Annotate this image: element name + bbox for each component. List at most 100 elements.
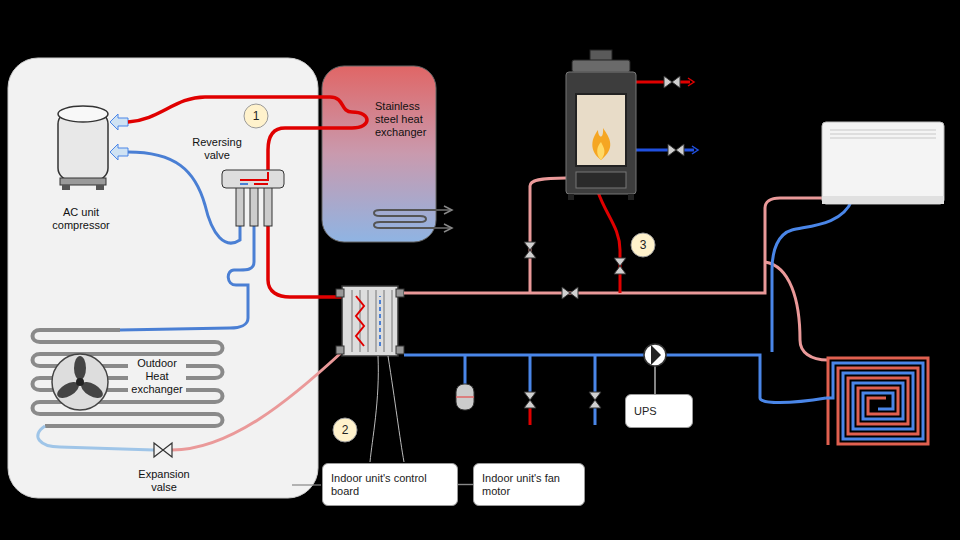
valve-symbols	[562, 287, 578, 299]
part-label: AC unit compressor	[46, 206, 116, 232]
fan-coil-unit-illustration	[822, 122, 944, 204]
wood-stove-illustration	[628, 194, 634, 200]
expansion-vessel	[456, 384, 474, 410]
valve-symbols	[668, 144, 684, 156]
refrigerant-pipes	[38, 426, 154, 450]
control-board-box: Indoor unit's control board	[322, 463, 458, 506]
water-pipes	[765, 262, 828, 360]
outdoor-heat-exchanger-illustration	[33, 330, 223, 426]
refrigerant-pipes	[128, 152, 240, 243]
plate-heat-exchanger-illustration	[356, 296, 364, 346]
water-pipes	[530, 178, 566, 293]
reversing-valve-illustration	[240, 172, 268, 184]
refrigerant-pipes	[128, 97, 367, 170]
circulation-pump	[644, 344, 666, 366]
reversing-valve-illustration	[236, 186, 244, 226]
control-wires	[388, 356, 404, 462]
plate-heat-exchanger-illustration	[336, 286, 404, 356]
callout-circle	[333, 418, 357, 442]
plate-heat-exchanger-illustration	[379, 296, 381, 346]
refrigerant-pipes	[268, 226, 342, 297]
reversing-valve-illustration	[240, 183, 248, 185]
valve-symbols	[664, 76, 680, 88]
valve-symbols	[524, 76, 684, 408]
expansion-vessel	[456, 396, 474, 398]
part-label: Stainless steel heat exchanger	[375, 100, 433, 139]
compressor-illustration	[110, 144, 128, 160]
water-pipes	[598, 192, 620, 293]
wood-stove-illustration	[576, 172, 626, 188]
valve-symbols	[614, 258, 626, 274]
reversing-valve-illustration	[264, 186, 272, 226]
water-pipes	[464, 355, 467, 384]
water-pipes	[692, 146, 698, 154]
callout-number: 2	[332, 417, 358, 443]
valve-symbols	[589, 392, 601, 408]
ups-box: UPS	[625, 394, 693, 428]
callout-number: 3	[630, 232, 656, 258]
plate-heat-exchanger-illustration	[396, 289, 404, 297]
water-pipes	[688, 78, 694, 86]
compressor-illustration	[96, 185, 104, 190]
wood-stove-illustration	[568, 194, 574, 200]
wood-stove-illustration	[566, 72, 636, 194]
control-wires	[370, 356, 378, 462]
circulation-pump	[651, 345, 661, 365]
plate-heat-exchanger-illustration	[396, 346, 404, 354]
refrigerant-pipes	[172, 352, 342, 450]
refrigerant-pipes	[120, 226, 254, 330]
water-pipes	[529, 407, 532, 425]
wood-stove-illustration	[572, 60, 630, 72]
part-label: Outdoor Heat exchanger	[128, 357, 186, 396]
expansion-vessel	[456, 384, 474, 410]
outdoor-heat-exchanger-illustration	[33, 330, 223, 426]
fan-coil-unit-illustration	[830, 130, 936, 138]
outdoor-heat-exchanger-illustration	[74, 356, 86, 380]
outdoor-unit-panel	[8, 58, 318, 498]
floor-heating-spiral	[826, 358, 928, 445]
tank-illustration	[444, 206, 452, 232]
expansion-valve-symbol	[154, 443, 172, 457]
refrigerant-pipes	[38, 97, 367, 450]
node-text: 3	[640, 239, 647, 252]
node-text: UPS	[634, 405, 657, 418]
reversing-valve-illustration	[222, 170, 284, 226]
node-text: 1	[253, 110, 260, 123]
circulation-pump	[654, 366, 655, 394]
valve-symbols	[524, 392, 536, 408]
tank-illustration	[322, 66, 452, 242]
plate-heat-exchanger-illustration	[336, 289, 344, 297]
control-wires	[292, 484, 321, 485]
node-text: 2	[342, 424, 349, 437]
compressor-illustration	[58, 106, 108, 122]
water-pipes	[772, 200, 852, 352]
plate-heat-exchanger-illustration	[352, 290, 392, 352]
outdoor-heat-exchanger-illustration	[76, 378, 84, 386]
part-label: Reversing valve	[188, 136, 246, 162]
tank-illustration	[374, 210, 450, 228]
connector-line	[458, 484, 473, 485]
water-pipes	[632, 149, 694, 152]
wood-stove-illustration	[576, 94, 626, 166]
fan-motor-box: Indoor unit's fan motor	[473, 463, 585, 506]
reversing-valve-illustration	[222, 170, 284, 188]
wood-stove-illustration	[566, 50, 636, 200]
node-text: Indoor unit's fan motor	[482, 472, 576, 498]
outdoor-heat-exchanger-illustration	[52, 354, 108, 410]
part-label: Expansion valse	[134, 468, 194, 494]
water-pipes	[529, 355, 532, 393]
callout-number: 1	[243, 103, 269, 129]
wood-stove-illustration	[597, 142, 604, 160]
expansion-valve-symbol	[154, 443, 172, 457]
water-pipes	[594, 407, 597, 425]
compressor-illustration	[110, 114, 128, 130]
plate-heat-exchanger-illustration	[336, 346, 344, 354]
water-pipes	[632, 81, 690, 84]
fan-coil-unit-illustration	[822, 196, 944, 204]
plate-heat-exchanger-illustration	[342, 286, 398, 356]
compressor-illustration	[62, 185, 70, 190]
reversing-valve-illustration	[250, 186, 258, 226]
compressor-illustration	[60, 178, 106, 185]
